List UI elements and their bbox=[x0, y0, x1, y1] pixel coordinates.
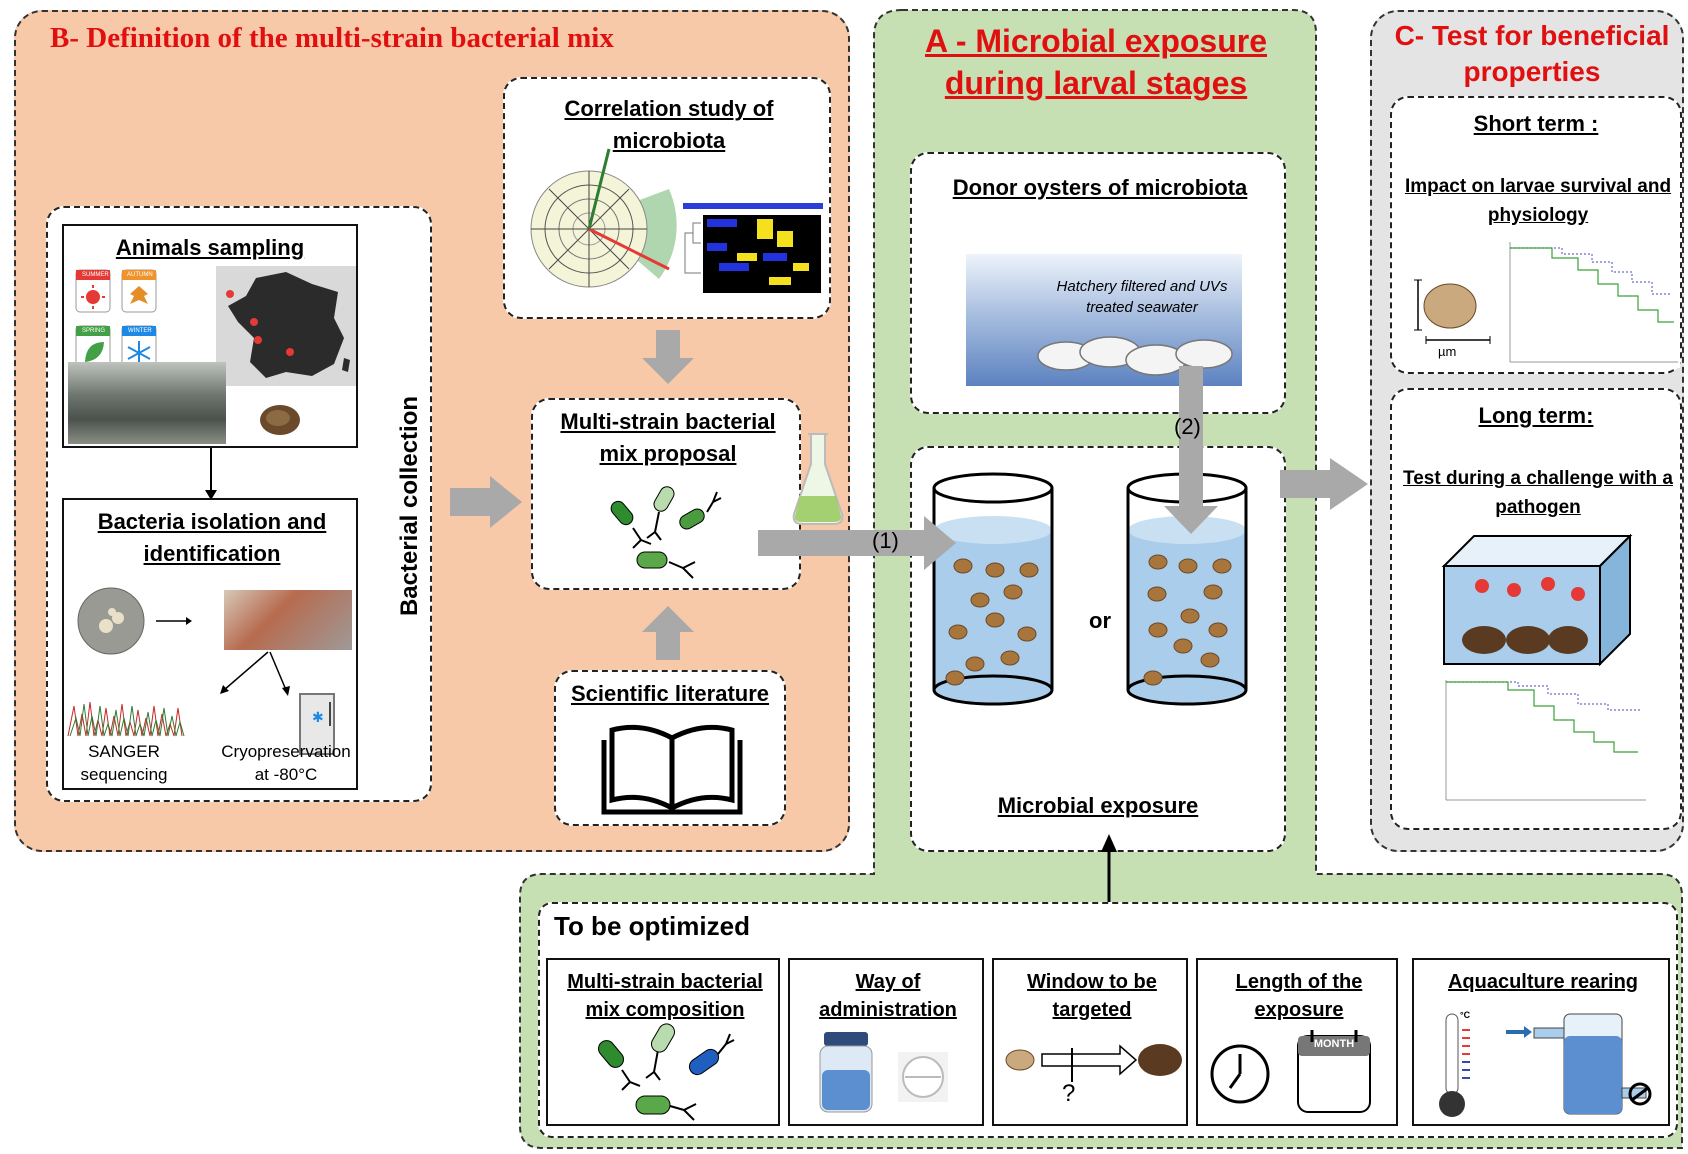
survival-curve-long-icon bbox=[1438, 676, 1650, 806]
panel-a-to-c-arrow bbox=[1280, 458, 1368, 510]
cryopreservation-label: Cryopreservation at -80°C bbox=[221, 742, 351, 784]
arrow-1-label: (1) bbox=[872, 528, 899, 553]
phylogenetic-tree-icon bbox=[530, 148, 677, 288]
larva-scale-icon bbox=[1414, 279, 1491, 344]
mix-proposal-box: Multi-strain bacterial mix proposal bbox=[531, 398, 801, 590]
streak-plate-photo bbox=[224, 590, 352, 650]
life-stage-window-icon bbox=[1005, 1044, 1182, 1082]
open-book-icon bbox=[601, 724, 743, 815]
freezer-icon: ✱ bbox=[299, 693, 335, 755]
beaker-left-icon bbox=[932, 472, 1054, 706]
calendar-month-label: MONTH bbox=[1313, 1038, 1355, 1050]
bacteria-mix-composition-icon bbox=[598, 1023, 735, 1121]
short-term-title: Short term : bbox=[1473, 111, 1599, 136]
optimize-item-label: Aquaculture rearing bbox=[1447, 971, 1639, 993]
scientific-literature-box: Scientific literature bbox=[554, 670, 786, 826]
donor-oysters-icon bbox=[1037, 336, 1233, 376]
oyster-farm-photo bbox=[68, 362, 226, 444]
france-map-icon bbox=[216, 266, 356, 386]
autumn-calendar-icon bbox=[121, 269, 157, 313]
optimize-item-label: Multi-strain bacterial mix composition bbox=[567, 971, 763, 1021]
window-question-mark: ? bbox=[1062, 1080, 1076, 1107]
optimization-title: To be optimized bbox=[554, 911, 750, 941]
season-calendars bbox=[75, 269, 157, 369]
isolation-branch-arrows bbox=[220, 651, 290, 696]
streak-plate-icon bbox=[156, 617, 192, 625]
sanger-label: SANGER sequencing bbox=[80, 742, 168, 784]
bacteria-isolation-title: Bacteria isolation and identification bbox=[97, 509, 327, 566]
bacteria-isolation-box: Bacteria isolation and identification ✱ … bbox=[62, 498, 358, 790]
optimize-item-label: Window to be targeted bbox=[1027, 971, 1157, 1021]
pathogen-icons bbox=[1475, 577, 1585, 601]
challenge-tank-icon bbox=[1441, 533, 1633, 667]
petri-dish-colonies-icon bbox=[77, 587, 145, 655]
arrow-2-vertical bbox=[1164, 366, 1218, 534]
panel-a-title: A - Microbial exposure during larval sta… bbox=[925, 23, 1267, 101]
optimize-item-aquaculture: Aquaculture rearing °C bbox=[1412, 958, 1670, 1126]
microbial-exposure-title: Microbial exposure bbox=[997, 793, 1199, 818]
animals-sampling-box: Animals sampling SUMMER AUTUMN SPRING WI… bbox=[62, 224, 358, 448]
thermometer-icon bbox=[1439, 1013, 1470, 1117]
heatmap-icon bbox=[683, 203, 823, 293]
winter-calendar-icon bbox=[121, 325, 157, 369]
optimize-item-composition: Multi-strain bacterial mix composition bbox=[546, 958, 780, 1126]
clock-icon bbox=[1210, 1044, 1270, 1104]
donor-oysters-box: Donor oysters of microbiota Hatchery fil… bbox=[910, 152, 1286, 414]
long-term-title: Long term: bbox=[1478, 403, 1594, 428]
oyster-icon bbox=[260, 405, 300, 435]
panel-b-title: B- Definition of the multi-strain bacter… bbox=[50, 22, 614, 54]
long-term-box: Long term: Test during a challenge with … bbox=[1390, 388, 1682, 830]
rearing-tank-icon bbox=[1506, 1013, 1652, 1115]
temperature-unit-label: °C bbox=[1460, 1010, 1471, 1020]
scientific-literature-title: Scientific literature bbox=[570, 681, 770, 706]
bacteria-mix-icon bbox=[610, 486, 722, 579]
short-term-description: Impact on larvae survival and physiology bbox=[1404, 176, 1672, 226]
svg-text:✱: ✱ bbox=[312, 710, 324, 726]
donor-oysters-title: Donor oysters of microbiota bbox=[952, 175, 1248, 200]
arrow-2-label: (2) bbox=[1174, 414, 1201, 439]
correlation-study-title: Correlation study of microbiota bbox=[564, 96, 774, 153]
calendar-icon bbox=[1297, 1030, 1371, 1113]
correlation-study-box: Correlation study of microbiota bbox=[503, 77, 831, 319]
vial-icon bbox=[819, 1032, 873, 1113]
optimize-item-label: Way of administration bbox=[819, 971, 957, 1021]
tablet-icon bbox=[898, 1052, 948, 1102]
season-label-spring: SPRING bbox=[82, 328, 106, 334]
season-label-autumn: AUTUMN bbox=[127, 272, 153, 278]
or-label: or bbox=[1089, 608, 1111, 633]
larvae-icons bbox=[945, 554, 1232, 686]
short-term-box: Short term : Impact on larvae survival a… bbox=[1390, 96, 1682, 374]
mix-proposal-title: Multi-strain bacterial mix proposal bbox=[560, 409, 776, 466]
survival-curve-short-icon bbox=[1502, 238, 1680, 368]
optimize-item-label: Length of the exposure bbox=[1235, 971, 1363, 1021]
scale-unit-label: µm bbox=[1438, 344, 1457, 359]
culture-flask-icon bbox=[792, 433, 844, 525]
optimize-item-length: Length of the exposure MONTH bbox=[1196, 958, 1398, 1126]
arrow-1-horizontal bbox=[758, 516, 956, 570]
chromatogram-icon bbox=[67, 701, 185, 737]
summer-calendar-icon bbox=[75, 269, 111, 313]
season-label-winter: WINTER bbox=[128, 328, 152, 334]
long-term-description: Test during a challenge with a pathogen bbox=[1403, 468, 1673, 518]
optimize-item-administration: Way of administration bbox=[788, 958, 984, 1126]
seawater-label: Hatchery filtered and UVs treated seawat… bbox=[1056, 278, 1228, 316]
season-label-summer: SUMMER bbox=[82, 272, 109, 278]
animals-sampling-title: Animals sampling bbox=[115, 235, 305, 260]
panel-c-title: C- Test for beneficial properties bbox=[1394, 20, 1670, 87]
optimize-item-window: Window to be targeted ? bbox=[992, 958, 1188, 1126]
